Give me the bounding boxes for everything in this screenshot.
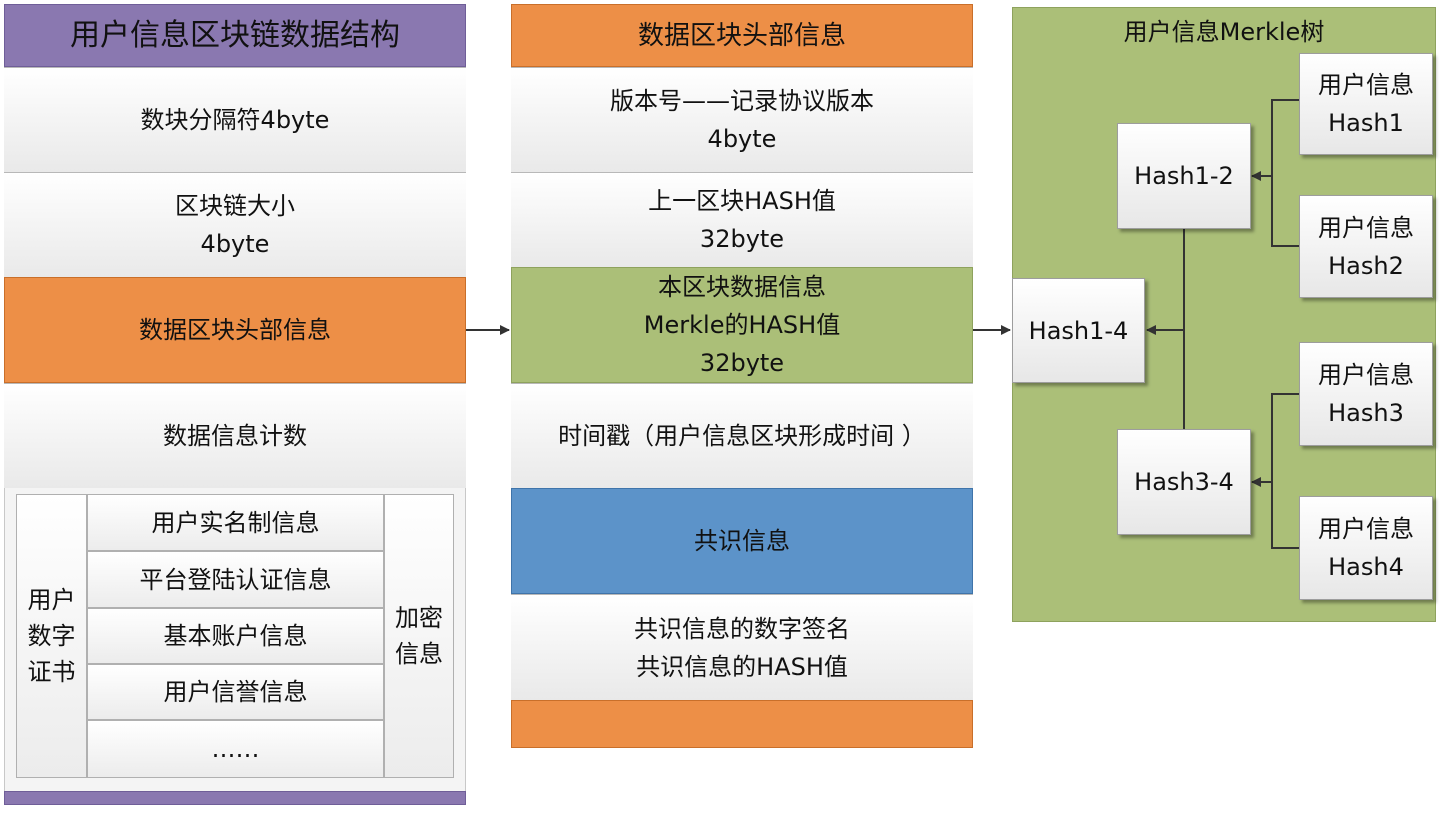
bracket-hash3-hash4	[1271, 393, 1299, 549]
certificate-item-login: 平台登陆认证信息	[87, 551, 384, 608]
row-text: 版本号——记录协议版本	[610, 87, 874, 115]
structure-footer-bar	[4, 791, 466, 805]
row-text: 共识信息的HASH值	[636, 652, 848, 681]
header-row-timestamp: 时间戳（用户信息区块形成时间 ）	[511, 383, 973, 488]
row-text: 32byte	[699, 349, 785, 377]
certificate-item-credit: 用户信誉信息	[87, 664, 384, 720]
leaf-text: Hash4	[1328, 553, 1404, 581]
row-text: 数块分隔符4byte	[140, 106, 330, 134]
row-text: 数据信息计数	[163, 422, 307, 450]
leaf-text: Hash3	[1328, 399, 1404, 427]
certificate-item-more: ……	[87, 720, 384, 778]
certificate-item-account: 基本账户信息	[87, 608, 384, 664]
merkle-node-hash12: Hash1-2	[1117, 123, 1251, 229]
merkle-leaf-hash4: 用户信息 Hash4	[1299, 496, 1433, 600]
header-row-prev-hash: 上一区块HASH值 32byte	[511, 172, 973, 267]
leaf-text: 用户信息	[1318, 515, 1414, 543]
header-row-consensus-signature: 共识信息的数字签名 共识信息的HASH值	[511, 594, 973, 700]
row-text: 时间戳（用户信息区块形成时间 ）	[558, 422, 926, 450]
header-row-consensus: 共识信息	[511, 488, 973, 594]
structure-row-data-count: 数据信息计数	[4, 383, 466, 488]
header-row-merkle-hash: 本区块数据信息 Merkle的HASH值 32byte	[511, 267, 973, 383]
row-text: 共识信息的数字签名	[634, 614, 850, 643]
row-text: 上一区块HASH值	[648, 187, 836, 215]
row-text: 共识信息	[694, 527, 790, 555]
row-text: Merkle的HASH值	[643, 311, 841, 339]
header-row-version: 版本号——记录协议版本 4byte	[511, 67, 973, 172]
certificate-item-realname: 用户实名制信息	[87, 494, 384, 551]
row-text: 4byte	[707, 125, 777, 153]
leaf-text: Hash2	[1328, 251, 1404, 280]
row-text: 本区块数据信息	[658, 273, 826, 301]
merkle-leaf-hash3: 用户信息 Hash3	[1299, 342, 1433, 446]
certificate-encrypt-label: 加密 信息	[384, 494, 454, 778]
row-text: 数据区块头部信息	[139, 316, 331, 344]
header-footer-bar	[511, 700, 973, 748]
row-text: 32byte	[699, 225, 785, 253]
merkle-title: 用户信息Merkle树	[1123, 18, 1325, 46]
certificate-label: 用户 数字 证书	[16, 494, 87, 778]
merkle-root-node: Hash1-4	[1012, 278, 1145, 383]
header-title: 数据区块头部信息	[511, 4, 973, 67]
structure-row-separator: 数块分隔符4byte	[4, 67, 466, 172]
leaf-text: 用户信息	[1318, 71, 1414, 99]
leaf-text: 用户信息	[1318, 213, 1414, 242]
bracket-hash1-hash2	[1271, 99, 1299, 247]
structure-title: 用户信息区块链数据结构	[4, 4, 466, 67]
merkle-leaf-hash1: 用户信息 Hash1	[1299, 53, 1433, 155]
structure-row-chain-size: 区块链大小 4byte	[4, 172, 466, 277]
leaf-text: 用户信息	[1318, 361, 1414, 389]
merkle-node-hash34: Hash3-4	[1117, 429, 1251, 535]
row-text: 4byte	[200, 230, 270, 258]
row-text: 区块链大小	[175, 192, 295, 220]
structure-row-block-header: 数据区块头部信息	[4, 277, 466, 383]
leaf-text: Hash1	[1328, 109, 1404, 137]
merkle-leaf-hash2: 用户信息 Hash2	[1299, 195, 1433, 298]
